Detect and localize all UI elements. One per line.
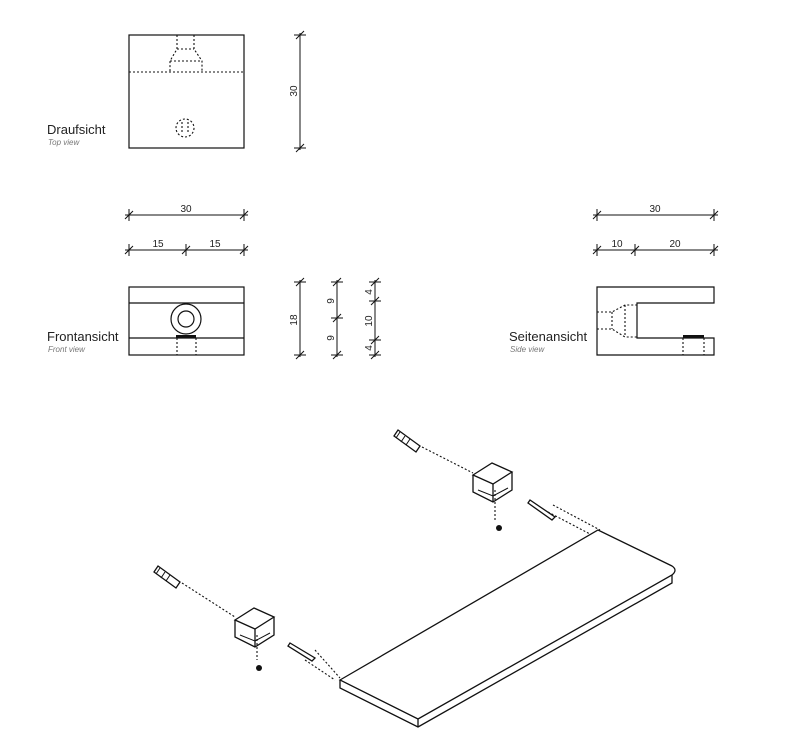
dim-front-top-gap: 4 bbox=[364, 289, 375, 295]
clamp-right bbox=[471, 462, 514, 531]
isometric-assembly bbox=[153, 429, 676, 728]
dim-front-half-right: 15 bbox=[209, 239, 221, 250]
side-view-label: Seitenansicht bbox=[509, 329, 587, 344]
screw-left bbox=[287, 642, 317, 662]
front-width-dimension bbox=[124, 208, 249, 257]
dim-side-width: 30 bbox=[649, 204, 661, 215]
clamp-left bbox=[233, 607, 276, 671]
dim-front-half-left: 15 bbox=[152, 239, 164, 250]
dim-front-height: 18 bbox=[289, 314, 300, 326]
top-view-label: Draufsicht bbox=[47, 122, 106, 137]
top-view-height-dimension bbox=[293, 30, 307, 153]
front-view-sublabel: Front view bbox=[48, 345, 86, 354]
front-height-dimensions bbox=[293, 277, 382, 360]
wall-anchor-left bbox=[153, 565, 181, 589]
top-view bbox=[128, 34, 245, 149]
front-view-label: Frontansicht bbox=[47, 329, 119, 344]
side-width-dimension bbox=[592, 208, 719, 257]
wall-anchor-right bbox=[393, 429, 421, 453]
dim-front-upper: 9 bbox=[326, 298, 337, 304]
dim-front-width: 30 bbox=[180, 204, 192, 215]
dim-front-lower: 9 bbox=[326, 335, 337, 341]
screw-right bbox=[527, 499, 557, 521]
hole-icon bbox=[175, 118, 195, 138]
glass-shelf bbox=[338, 529, 676, 728]
dim-side-right: 20 bbox=[669, 239, 681, 250]
dim-top-height: 30 bbox=[289, 85, 300, 97]
dim-side-left: 10 bbox=[611, 239, 623, 250]
side-view-sublabel: Side view bbox=[510, 345, 545, 354]
front-view bbox=[128, 286, 245, 356]
dim-front-bottom-gap: 4 bbox=[364, 345, 375, 351]
dim-front-slot: 10 bbox=[364, 315, 375, 327]
side-view bbox=[596, 286, 715, 356]
top-view-sublabel: Top view bbox=[48, 138, 81, 147]
